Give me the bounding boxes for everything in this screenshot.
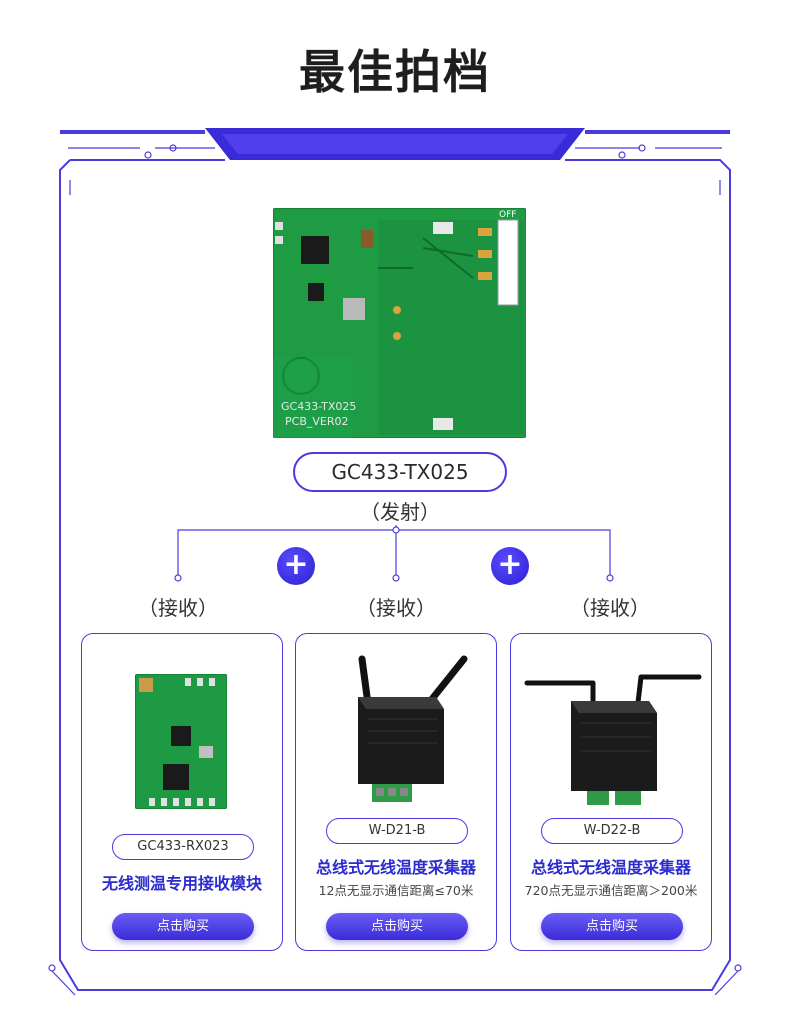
product-model: GC433-RX023 bbox=[137, 839, 229, 854]
buy-button[interactable]: 点击购买 bbox=[541, 913, 683, 940]
transmitter-pcb-image: GC433-TX025 PCB_VER02 OFF ON bbox=[273, 208, 526, 438]
product-subtitle: 720点无显示通信距离＞200米 bbox=[524, 883, 698, 898]
product-card-rx023: GC433-RX023 无线测温专用接收模块 点击购买 bbox=[81, 633, 283, 951]
product-title: 总线式无线温度采集器 bbox=[315, 858, 476, 877]
product-model: W-D21-B bbox=[368, 823, 426, 838]
product-title: 总线式无线温度采集器 bbox=[530, 858, 691, 877]
receiver-role: （接收） bbox=[138, 596, 218, 620]
product-model: W-D22-B bbox=[583, 823, 641, 838]
product-title: 无线测温专用接收模块 bbox=[101, 874, 262, 893]
product-model-badge: W-D22-B bbox=[541, 818, 683, 844]
transmitter-model-badge: GC433-TX025 bbox=[293, 452, 507, 492]
collector-device-image bbox=[358, 655, 468, 802]
product-card-wd21b: W-D21-B 总线式无线温度采集器 12点无显示通信距离≤70米 点击购买 bbox=[295, 633, 497, 951]
transmitter-role: （发射） bbox=[360, 500, 440, 524]
collector-device-image bbox=[524, 674, 702, 805]
receiver-module-image bbox=[135, 674, 227, 809]
transmitter-model: GC433-TX025 bbox=[331, 460, 469, 484]
pcb-text-2: PCB_VER02 bbox=[285, 415, 349, 428]
pcb-text-1: GC433-TX025 bbox=[281, 400, 357, 413]
receiver-role: （接收） bbox=[570, 596, 650, 620]
plus-icon: + bbox=[277, 547, 315, 585]
product-subtitle: 12点无显示通信距离≤70米 bbox=[318, 883, 474, 898]
buy-button[interactable]: 点击购买 bbox=[326, 913, 468, 940]
buy-button[interactable]: 点击购买 bbox=[112, 913, 254, 940]
pcb-switch-off: OFF bbox=[499, 210, 517, 220]
receiver-role: （接收） bbox=[356, 596, 436, 620]
product-model-badge: W-D21-B bbox=[326, 818, 468, 844]
product-model-badge: GC433-RX023 bbox=[112, 834, 254, 860]
product-card-wd22b: W-D22-B 总线式无线温度采集器 720点无显示通信距离＞200米 点击购买 bbox=[510, 633, 712, 951]
pcb-switch-on: ON bbox=[502, 296, 516, 306]
page-title: 最佳拍档 bbox=[299, 45, 491, 99]
plus-icon: + bbox=[491, 547, 529, 585]
